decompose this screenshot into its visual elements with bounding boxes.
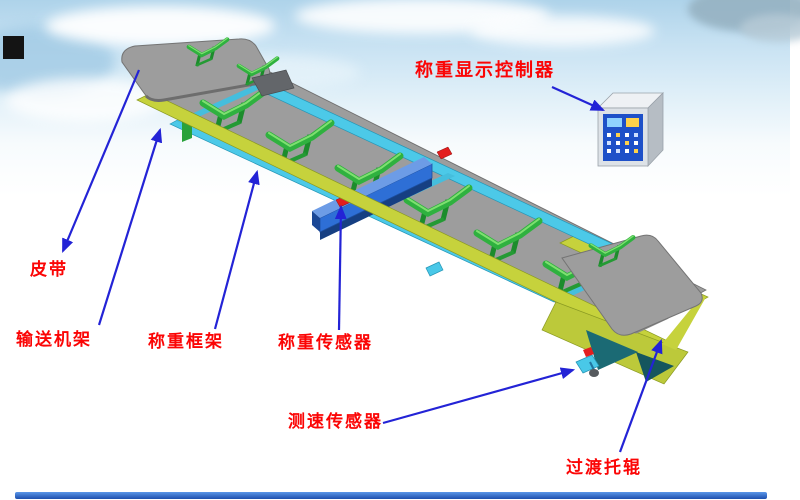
- label-transition-idler: 过渡托辊: [566, 458, 642, 478]
- controller-keypad: [607, 133, 638, 153]
- arrow-conveyor-frame: [97, 127, 163, 326]
- label-weighing-frame: 称重框架: [148, 332, 224, 352]
- speed-sensor-assembly: [575, 347, 600, 377]
- belt-discharge-section: [561, 234, 703, 336]
- label-belt: 皮带: [30, 260, 68, 280]
- arrow-load-cell: [334, 204, 347, 331]
- end-support-gusset: [586, 330, 638, 370]
- cloud-gray: [740, 14, 800, 42]
- speed-sensor-wheel: [589, 369, 599, 377]
- arrow-belt: [61, 69, 141, 254]
- load-cell: [436, 146, 453, 160]
- cloud: [470, 16, 655, 46]
- arrow-controller: [551, 85, 606, 112]
- label-controller: 称重显示控制器: [415, 60, 555, 81]
- end-support-gusset: [636, 352, 674, 382]
- conveyor-illustration: [3, 36, 709, 385]
- controller-display: [607, 118, 622, 127]
- speed-sensor-cap: [583, 347, 594, 357]
- frame-rail-near: [136, 92, 675, 353]
- weighing-frame-rung: [176, 85, 262, 124]
- label-speed-sensor: 测速传感器: [288, 412, 383, 432]
- annotation-arrows: [61, 69, 663, 453]
- arrow-weighing-frame: [213, 169, 260, 330]
- label-conveyor-frame: 输送机架: [16, 330, 92, 350]
- slide-bottom-bar: [15, 492, 767, 499]
- frame-rail-end: [662, 297, 706, 350]
- infeed-support-bracket: [251, 69, 295, 97]
- speed-sensor-arm: [589, 361, 595, 371]
- load-cell-beam-end: [312, 211, 320, 232]
- label-load-cell: 称重传感器: [278, 333, 373, 353]
- cropped-fragment: [3, 36, 24, 59]
- controller-device: [597, 92, 664, 168]
- belt-infeed-edge: [144, 81, 261, 102]
- controller-display2: [626, 118, 639, 127]
- arrow-transition-idler: [618, 338, 663, 453]
- junction-box: [425, 261, 444, 277]
- arrow-speed-sensor: [382, 367, 576, 425]
